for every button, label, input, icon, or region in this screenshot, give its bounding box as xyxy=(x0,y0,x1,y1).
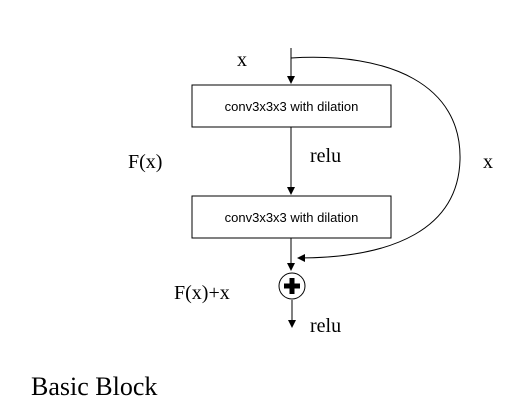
conv-block-2: conv3x3x3 with dilation xyxy=(191,195,392,239)
conv-block-2-label: conv3x3x3 with dilation xyxy=(225,210,359,225)
input-label: x xyxy=(237,49,247,71)
skip-connection-arrow xyxy=(290,56,461,262)
relu-label-2: relu xyxy=(310,315,341,337)
diagram-caption: Basic Block xyxy=(31,372,157,401)
relu-label-1: relu xyxy=(310,145,341,167)
sum-node-icon xyxy=(278,272,306,300)
skip-connection-label: x xyxy=(483,151,493,173)
conv-block-1: conv3x3x3 with dilation xyxy=(191,84,392,128)
conv-block-1-label: conv3x3x3 with dilation xyxy=(225,99,359,114)
sum-label: F(x)+x xyxy=(174,282,230,304)
residual-function-label: F(x) xyxy=(128,151,162,173)
